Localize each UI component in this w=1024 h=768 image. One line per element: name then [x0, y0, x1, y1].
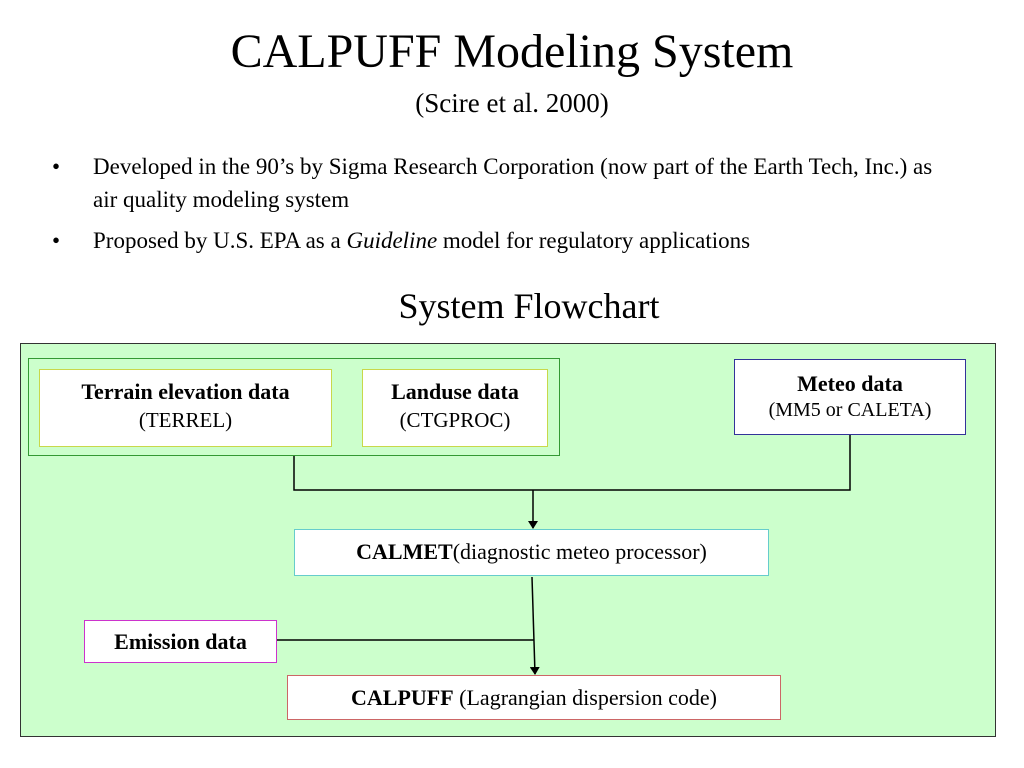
node-meteo-label: Meteo data [797, 371, 903, 396]
bullet-text-start: Proposed by U.S. EPA as a [93, 228, 347, 253]
node-calpuff-desc: (Lagrangian dispersion code) [453, 685, 717, 710]
edge-calmet-to-calpuff [529, 576, 540, 675]
edge-meteo-to-calmet [533, 435, 851, 491]
node-landuse-label: Landuse data [391, 379, 519, 404]
node-calmet-name: CALMET [356, 539, 453, 564]
bullet-text-emphasis: Guideline [346, 228, 438, 253]
bullet-text: Developed in the 90’s by Sigma Research … [93, 154, 933, 212]
node-landuse-sub: (CTGPROC) [399, 408, 511, 432]
node-terrain-sub: (TERREL) [138, 408, 233, 432]
node-calmet: CALMET(diagnostic meteo processor) [294, 529, 769, 576]
bullet-list: • Developed in the 90’s by Sigma Researc… [52, 150, 952, 265]
bullet-marker: • [52, 154, 61, 179]
node-terrain: Terrain elevation data (TERREL) [39, 369, 332, 447]
slide-title: CALPUFF Modeling System [230, 25, 794, 78]
node-meteo: Meteo data (MM5 or CALETA) [734, 359, 966, 435]
bullet-item: • Proposed by U.S. EPA as a Guideline mo… [52, 224, 952, 257]
node-emission: Emission data [84, 620, 277, 663]
node-calpuff-name: CALPUFF [351, 685, 454, 710]
slide-subtitle: (Scire et al. 2000) [415, 88, 609, 118]
node-terrain-label: Terrain elevation data [81, 379, 290, 404]
node-landuse: Landuse data (CTGPROC) [362, 369, 548, 447]
flowchart-title: System Flowchart [398, 286, 660, 326]
node-calpuff: CALPUFF (Lagrangian dispersion code) [287, 675, 781, 720]
bullet-marker: • [52, 228, 61, 253]
edge-terrain-to-calmet [293, 456, 533, 491]
node-meteo-sub: (MM5 or CALETA) [768, 399, 932, 421]
input-data-group [28, 358, 560, 456]
bullet-item: • Developed in the 90’s by Sigma Researc… [52, 150, 952, 216]
node-emission-label: Emission data [114, 629, 247, 654]
node-calmet-desc: (diagnostic meteo processor) [452, 539, 707, 564]
bullet-text-end: model for regulatory applications [437, 228, 751, 253]
